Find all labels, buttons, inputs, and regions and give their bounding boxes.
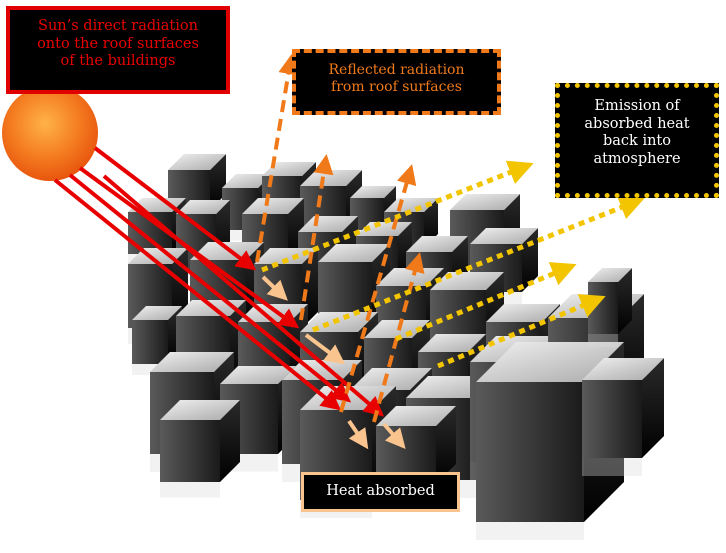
building-side	[642, 358, 664, 458]
building-roof	[450, 194, 520, 210]
building-roof	[406, 236, 468, 252]
absorbed-heat-arrows	[261, 275, 406, 450]
emission-arrow	[437, 294, 606, 369]
building-roof	[350, 186, 396, 198]
building-roof	[298, 216, 358, 232]
direct-ray	[53, 178, 342, 411]
absorbed-arrow	[304, 333, 346, 365]
building-roof	[376, 268, 444, 286]
direct-ray	[93, 146, 257, 271]
building-roof	[476, 342, 624, 382]
building-reflection	[132, 364, 168, 375]
building-roof	[242, 198, 304, 214]
building-roof	[356, 222, 412, 236]
building-roof	[220, 366, 296, 384]
building-roof	[262, 162, 316, 176]
heat-absorbed-label: Heat absorbed	[301, 472, 460, 512]
building-side	[522, 228, 538, 292]
building-side	[618, 268, 632, 334]
direct-ray	[102, 174, 385, 417]
emission-line: Emission of	[594, 98, 680, 114]
building-roof	[376, 406, 456, 426]
building-reflection	[476, 522, 584, 540]
building-roof	[486, 304, 560, 322]
building-side	[436, 406, 456, 484]
emission-line: atmosphere	[593, 151, 681, 168]
sun-radiation-line: of the buildings	[60, 53, 176, 70]
emission-arrows	[261, 160, 645, 369]
sun-icon	[2, 85, 98, 181]
building-wall	[132, 320, 168, 364]
reflected-radiation-label: Reflected radiation from roof surfaces	[292, 49, 501, 115]
building-reflection	[160, 482, 220, 498]
building-blocks	[128, 154, 664, 540]
reflected-arrow	[255, 54, 299, 263]
emission-label: Emission of absorbed heat back into atmo…	[555, 83, 719, 198]
building-roof	[132, 306, 182, 320]
sun-radiation-line: Sun’s direct radiation	[38, 18, 198, 34]
emission-arrow	[261, 160, 534, 273]
reflected-arrow	[299, 154, 334, 321]
building-roof	[160, 400, 240, 420]
building-wall	[476, 382, 584, 522]
emission-arrow	[312, 195, 645, 333]
emission-line: absorbed heat	[584, 115, 690, 132]
reflected-line: Reflected radiation	[328, 62, 465, 78]
sun-radiation-label: Sun’s direct radiation onto the roof sur…	[6, 6, 230, 94]
direct-ray	[68, 173, 352, 403]
reflected-line: from roof surfaces	[331, 79, 462, 96]
building-roof	[588, 268, 632, 282]
building-side	[220, 400, 240, 482]
building-roof	[470, 228, 538, 244]
absorbed-arrow	[261, 275, 288, 301]
building-roof	[582, 358, 664, 380]
building-roof	[168, 154, 226, 170]
building-roof	[254, 248, 318, 264]
building-roof	[350, 368, 432, 390]
building-roof	[176, 200, 230, 214]
building-roof	[318, 244, 390, 262]
sun-radiation-line: onto the roof surfaces	[37, 35, 199, 52]
reflected-arrow	[339, 164, 417, 413]
building-side	[424, 198, 438, 248]
emission-arrow	[395, 262, 577, 342]
building-roof	[150, 352, 234, 372]
building-roof	[364, 320, 430, 338]
absorbed-arrow	[382, 422, 406, 450]
building-wall	[160, 420, 220, 482]
building-reflection	[588, 334, 618, 347]
building-roof	[418, 334, 486, 352]
emission-line: back into	[603, 133, 671, 150]
building-wall	[588, 282, 618, 334]
building-wall	[582, 380, 642, 458]
absorbed-arrow	[347, 419, 369, 450]
building-reflection	[582, 458, 642, 476]
building-reflection	[222, 230, 258, 241]
direct-radiation-arrows	[53, 146, 385, 417]
building-roof	[222, 174, 272, 188]
